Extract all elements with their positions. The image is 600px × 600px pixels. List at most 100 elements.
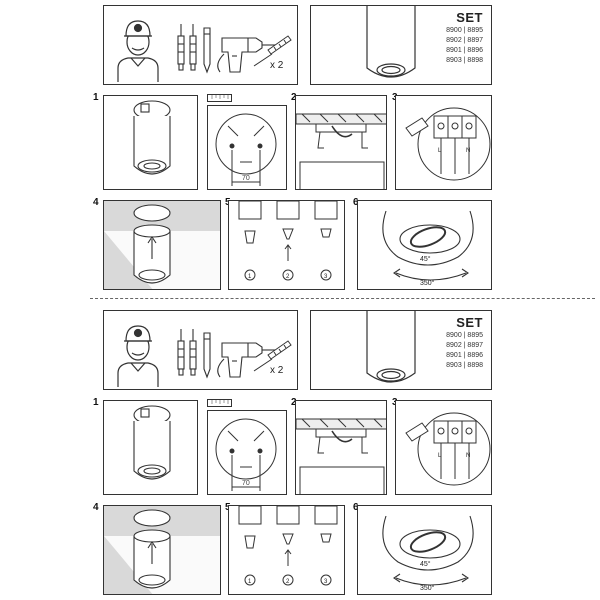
arrow-up-icon	[147, 541, 157, 564]
dimension-label: 70	[242, 175, 250, 182]
set-code: 8903 | 8898	[446, 362, 483, 369]
product-illustration	[366, 311, 416, 383]
arrow-up-icon	[147, 236, 157, 259]
bulb-step-label: 1	[248, 274, 252, 280]
tools-illustration: x 2	[117, 20, 292, 82]
step-number: 1	[93, 92, 99, 103]
rotation-arrow-icon	[395, 272, 467, 281]
tilt-angle-label: 45°	[420, 255, 431, 263]
step-number: 1	[93, 397, 99, 408]
tilt-angle-label: 45°	[420, 560, 431, 568]
rotation-angle-label: 350°	[420, 279, 435, 287]
instruction-sheet: x 2 SET 8900 | 8895 8902 | 8897 8901 | 8…	[0, 305, 600, 595]
bulb-step-label: 1	[248, 579, 252, 585]
step-number: 4	[93, 197, 99, 208]
tools-quantity: x 2	[270, 60, 284, 71]
step4-panel	[103, 200, 221, 290]
step5-panel: 1 2 3	[228, 505, 345, 595]
step5-illustration: 1 2 3	[238, 201, 338, 281]
bulb-step-label: 2	[286, 274, 290, 280]
step2-panel	[295, 400, 387, 495]
installer-icon	[117, 325, 159, 387]
step4-illustration	[104, 509, 220, 594]
set-code: 8900 | 8895	[446, 27, 483, 34]
wire-label-l: L	[438, 148, 442, 154]
step-number: 5	[225, 502, 231, 513]
bulb-icon	[244, 535, 256, 549]
set-code: 8902 | 8897	[446, 342, 483, 349]
bulb-icon	[282, 228, 294, 240]
tools-quantity: x 2	[270, 365, 284, 376]
step6-panel: 45° 350°	[357, 200, 492, 290]
step-number: 5	[225, 197, 231, 208]
step6-panel: 45° 350°	[357, 505, 492, 595]
bulb-step-label: 3	[324, 579, 328, 585]
product-panel: SET 8900 | 8895 8902 | 8897 8901 | 8896 …	[310, 5, 492, 85]
drill-icon	[217, 342, 276, 378]
drill-icon	[217, 37, 276, 73]
mount-plate-icon	[133, 509, 171, 527]
step-number: 3	[392, 92, 398, 103]
step1-illustration	[133, 405, 171, 480]
connector-icon	[405, 117, 429, 137]
step5-panel: 1 2 3	[228, 200, 345, 290]
step3-illustration: L N	[405, 107, 491, 181]
step1-panel	[103, 95, 198, 190]
bulb-icon	[244, 230, 256, 244]
step3-illustration: L N	[405, 412, 491, 486]
connector-icon	[405, 422, 429, 442]
screw-plug-icon	[253, 35, 292, 67]
set-code: 8902 | 8897	[446, 37, 483, 44]
bulb-icon	[320, 533, 332, 543]
step2-illustration	[296, 113, 386, 189]
drill-template-panel: 70	[207, 105, 287, 190]
ceiling-circle-icon	[215, 418, 277, 480]
wire-label-n: N	[466, 148, 470, 154]
wire-label-n: N	[466, 453, 470, 459]
step6-illustration: 45° 350°	[382, 515, 474, 592]
step-number: 4	[93, 502, 99, 513]
product-illustration	[366, 6, 416, 78]
tools-panel: x 2	[103, 310, 298, 390]
step-number: 2	[291, 397, 297, 408]
pencil-icon	[203, 27, 211, 74]
rotation-angle-label: 350°	[420, 584, 435, 592]
set-title: SET	[456, 315, 483, 330]
cable-icon	[331, 125, 353, 138]
lamp-cylinder-icon	[366, 6, 416, 78]
step-number: 3	[392, 397, 398, 408]
set-code: 8901 | 8896	[446, 352, 483, 359]
bulb-icon	[320, 228, 332, 238]
screwdriver-icon	[177, 329, 197, 376]
pencil-icon	[203, 332, 211, 379]
lamp-cylinder-icon	[366, 311, 416, 383]
mount-plate-icon	[133, 204, 171, 222]
rotation-arrow-icon	[395, 577, 467, 586]
cable-icon	[331, 430, 353, 443]
tools-panel: x 2	[103, 5, 298, 85]
bulb-step-label: 2	[286, 579, 290, 585]
step2-panel	[295, 95, 387, 190]
ceiling-circle-icon	[215, 113, 277, 175]
drill-template-panel: 70	[207, 410, 287, 495]
step3-panel: L N	[395, 95, 492, 190]
bulb-icon	[282, 533, 294, 545]
product-panel: SET 8900 | 8895 8902 | 8897 8901 | 8896 …	[310, 310, 492, 390]
step-number: 6	[353, 197, 359, 208]
set-codes: 8900 | 8895 8902 | 8897 8901 | 8896 8903…	[446, 331, 483, 371]
installer-icon	[117, 20, 159, 82]
wire-label-l: L	[438, 453, 442, 459]
step3-panel: L N	[395, 400, 492, 495]
step2-illustration	[296, 418, 386, 494]
set-codes: 8900 | 8895 8902 | 8897 8901 | 8896 8903…	[446, 26, 483, 66]
bulb-step-label: 3	[324, 274, 328, 280]
drill-template-illustration: 70	[215, 418, 277, 491]
set-code: 8900 | 8895	[446, 332, 483, 339]
cut-line	[90, 298, 595, 299]
step1-panel	[103, 400, 198, 495]
step-number: 6	[353, 502, 359, 513]
screw-plug-icon	[253, 340, 292, 372]
tools-illustration: x 2	[117, 325, 292, 387]
ruler-panel	[207, 399, 232, 407]
dimension-label: 70	[242, 480, 250, 487]
